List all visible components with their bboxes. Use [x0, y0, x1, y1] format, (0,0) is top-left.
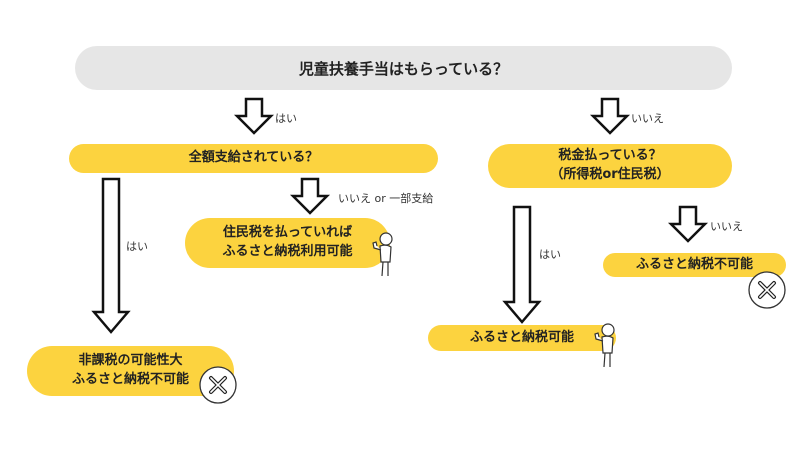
result-impossible: ふるさと納税不可能: [603, 253, 786, 277]
arrow-down-icon: [289, 177, 331, 215]
x-mark-icon: [199, 366, 237, 404]
arrow-down-long-icon: [502, 205, 542, 324]
question-full-pay: 全額支給されている？: [69, 144, 438, 173]
arrow-down-long-icon: [91, 177, 131, 334]
label-yes-full: はい: [126, 240, 148, 253]
question-full-pay-text: 全額支給されている？: [188, 150, 319, 166]
arrow-down-icon: [589, 97, 631, 135]
result-nontaxable-text: 非課税の可能性大 ふるさと納税不可能: [71, 353, 189, 387]
question-child-allowance-text: 児童扶養手当はもらっている？: [298, 59, 509, 78]
thumbs-up-figure-icon: [372, 232, 393, 277]
question-child-allowance: 児童扶養手当はもらっている？: [75, 46, 732, 90]
label-yes-tax: はい: [539, 248, 561, 261]
label-no-top: いいえ: [631, 112, 664, 125]
label-partial: いいえ or 一部支給: [338, 192, 434, 205]
question-paying-tax-text: 税金払っている？ （所得税or住民税）: [550, 148, 670, 182]
label-no-tax: いいえ: [710, 220, 743, 233]
result-resident-tax: 住民税を払っていれば ふるさと納税利用可能: [185, 218, 390, 268]
result-nontaxable: 非課税の可能性大 ふるさと納税不可能: [27, 346, 234, 396]
result-resident-tax-text: 住民税を払っていれば ふるさと納税利用可能: [222, 225, 353, 259]
x-mark-icon: [748, 271, 786, 309]
thumbs-up-figure-icon: [594, 323, 615, 368]
question-paying-tax: 税金払っている？ （所得税or住民税）: [488, 144, 732, 188]
result-possible: ふるさと納税可能: [428, 325, 616, 351]
label-yes-top: はい: [275, 112, 297, 125]
result-possible-text: ふるさと納税可能: [469, 329, 574, 345]
result-impossible-text: ふるさと納税不可能: [635, 256, 753, 272]
arrow-down-icon: [233, 97, 275, 135]
arrow-down-icon: [667, 205, 709, 243]
